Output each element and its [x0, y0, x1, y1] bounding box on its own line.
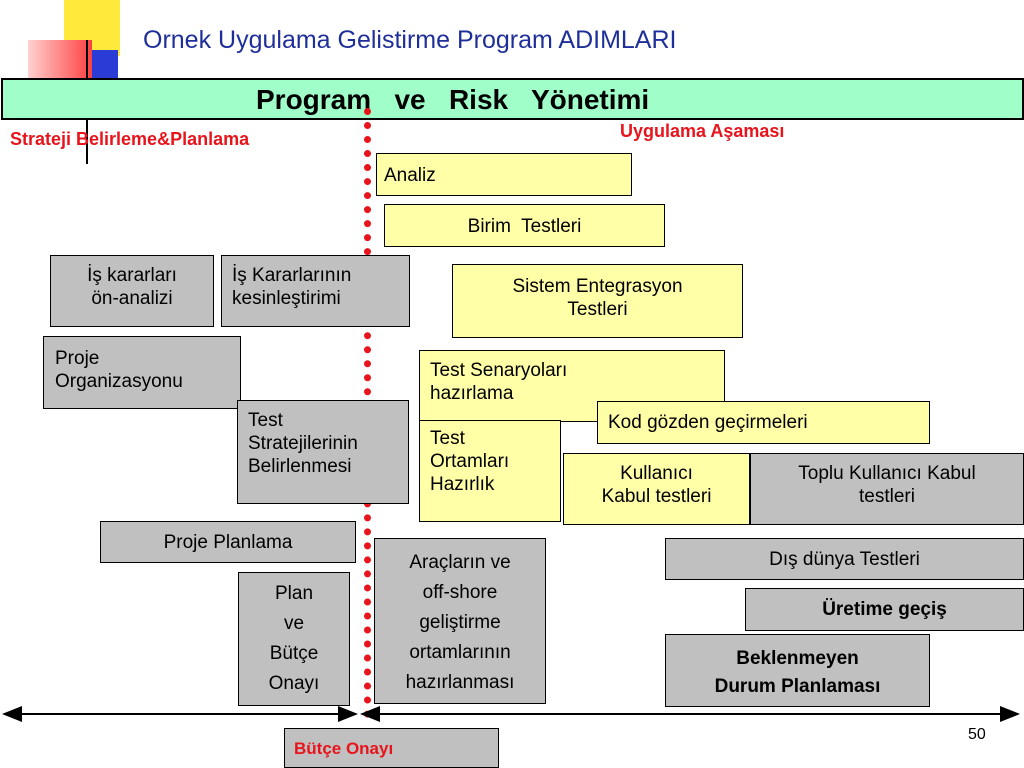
box-dis-dunya-testleri: Dış dünya Testleri	[665, 538, 1024, 580]
implementation-phase-label: Uygulama Aşaması	[620, 121, 785, 141]
strategy-phase-label: Strateji Belirleme&Planlama	[10, 129, 250, 149]
box-araclar-offshore: Araçların ve off-shore geliştirme ortaml…	[374, 538, 546, 704]
banner-title: Program ve Risk Yönetimi	[256, 84, 650, 115]
page-number: 50	[968, 726, 986, 743]
budget-approval-label: Bütçe Onayı	[294, 739, 394, 758]
box-is-kararlarinin-kesinlestirimi: İş Kararlarının kesinleştirimi	[221, 255, 410, 327]
logo-red-block	[28, 40, 92, 80]
box-birim-testleri: Birim Testleri	[384, 204, 665, 247]
box-kod-gozden-gecirmeleri: Kod gözden geçirmeleri	[597, 401, 930, 444]
timeline-arrows	[2, 706, 1020, 722]
box-proje-planlama: Proje Planlama	[100, 521, 356, 563]
box-is-kararlari-on-analizi: İş kararları ön-analizi	[50, 255, 214, 327]
box-plan-butce-onayi: Plan ve Bütçe Onayı	[238, 572, 350, 706]
box-uretime-gecis: Üretime geçiş	[745, 588, 1024, 631]
box-sistem-entegrasyon-testleri: Sistem Entegrasyon Testleri	[452, 264, 743, 338]
box-toplu-kullanici-kabul: Toplu Kullanıcı Kabul testleri	[750, 453, 1024, 525]
box-test-senaryolari: Test Senaryoları hazırlama	[419, 350, 725, 422]
box-proje-organizasyonu: Proje Organizasyonu	[43, 336, 241, 409]
logo-blue-block	[92, 50, 118, 80]
box-kullanici-kabul-testleri: Kullanıcı Kabul testleri	[563, 453, 750, 525]
box-analiz: Analiz	[376, 153, 632, 196]
slide-title: Ornek Uygulama Gelistirme Program ADIMLA…	[143, 26, 677, 54]
box-test-ortamlari: Test Ortamları Hazırlık	[419, 420, 561, 522]
program-banner	[1, 78, 1024, 120]
box-beklenmeyen-durum: Beklenmeyen Durum Planlaması	[665, 634, 930, 707]
box-test-stratejileri: Test Stratejilerinin Belirlenmesi	[237, 400, 409, 504]
